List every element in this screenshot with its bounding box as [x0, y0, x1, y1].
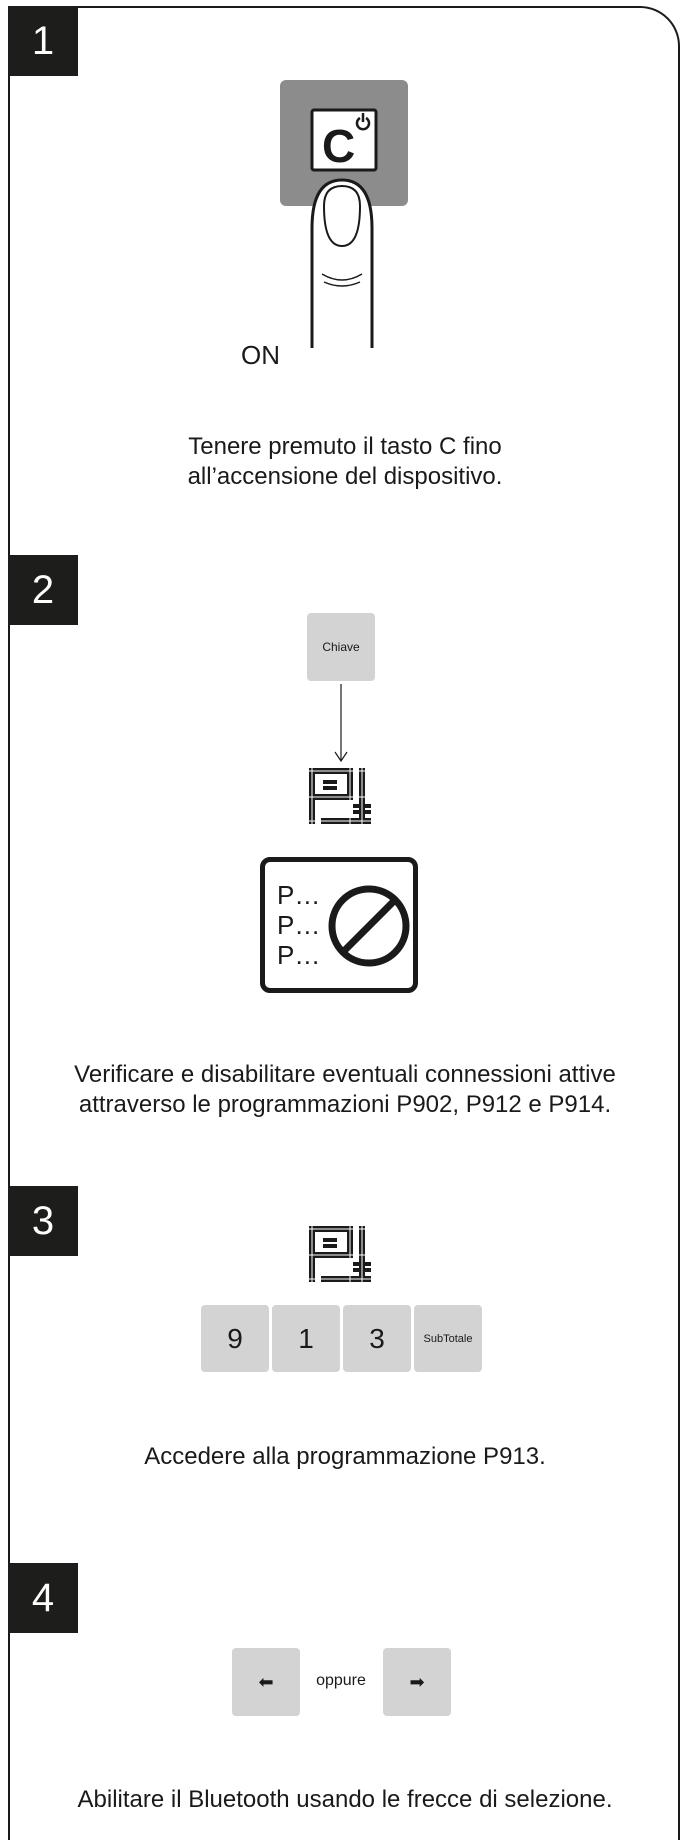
- key-label: SubTotale: [423, 1332, 473, 1345]
- left-arrow-key: ⬅: [232, 1648, 300, 1716]
- programs-panel: P… P… P…: [260, 857, 418, 993]
- caption-line: Verificare e disabilitare eventuali conn…: [74, 1061, 616, 1088]
- arrow-right-icon: ➡: [409, 1671, 425, 1692]
- program-item: P…: [277, 910, 321, 940]
- caption-line: attraverso le programmazioni P902, P912 …: [78, 1091, 612, 1118]
- step-2-badge: 2: [8, 555, 78, 625]
- finger-icon: [310, 178, 374, 348]
- key-label: 3: [369, 1322, 385, 1354]
- key-label: 1: [298, 1322, 314, 1354]
- key-9: 9: [201, 1305, 269, 1372]
- key-1: 1: [272, 1305, 340, 1372]
- step-1-badge: 1: [8, 6, 78, 76]
- program-item: P…: [277, 940, 321, 970]
- right-arrow-key: ➡: [383, 1648, 451, 1716]
- arrow-down-icon: [334, 684, 348, 763]
- c-key-letter: C: [322, 120, 355, 172]
- step-4-caption: Abilitare il Bluetooth usando le frecce …: [10, 1785, 680, 1815]
- p-display-icon: [309, 1226, 371, 1282]
- p-display-icon: [309, 768, 371, 824]
- press-c-illustration: C: [280, 80, 408, 348]
- caption-line: Accedere alla programmazione P913.: [144, 1443, 546, 1470]
- step-number: 3: [31, 1198, 55, 1243]
- step-4-badge: 4: [8, 1563, 78, 1633]
- chiave-key: Chiave: [307, 613, 375, 681]
- caption-line: Abilitare il Bluetooth usando le frecce …: [77, 1786, 613, 1813]
- step-number: 1: [31, 18, 55, 63]
- chiave-key-label: Chiave: [322, 640, 360, 654]
- key-3: 3: [343, 1305, 411, 1372]
- caption-line: Tenere premuto il tasto C fino: [188, 433, 502, 460]
- program-item: P…: [277, 880, 321, 910]
- step-number: 4: [31, 1575, 55, 1620]
- power-icon: [355, 113, 371, 131]
- subtotale-key: SubTotale: [414, 1305, 482, 1372]
- arrow-left-icon: ⬅: [258, 1671, 274, 1692]
- step-3-caption: Accedere alla programmazione P913.: [10, 1442, 680, 1472]
- step-2-caption: Verificare e disabilitare eventuali conn…: [10, 1060, 680, 1120]
- page-frame: [8, 6, 680, 1840]
- c-key: [310, 108, 378, 172]
- on-label: ON: [241, 340, 280, 370]
- program-list: P… P… P…: [277, 880, 320, 970]
- caption-line: all’accensione del dispositivo.: [187, 463, 503, 490]
- step-number: 2: [31, 567, 55, 612]
- key-label: 9: [227, 1322, 243, 1354]
- step-3-badge: 3: [8, 1186, 78, 1256]
- step-1-caption: Tenere premuto il tasto C fino all’accen…: [10, 432, 680, 492]
- or-label: oppure: [316, 1672, 366, 1689]
- prohibited-icon: [328, 885, 410, 967]
